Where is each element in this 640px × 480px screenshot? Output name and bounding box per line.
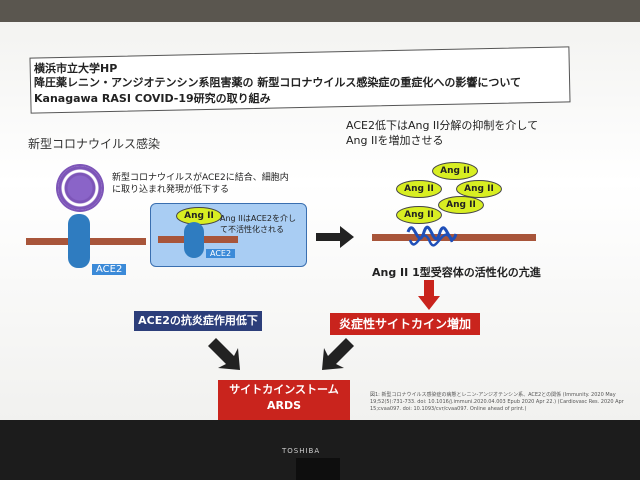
anti-inflammatory-box: ACE2の抗炎症作用低下 (134, 311, 262, 331)
right-arrow-icon (316, 226, 354, 248)
angii-bubble-box: Ang II (176, 207, 222, 225)
virus-icon (58, 166, 102, 210)
ace2-receptor-box-icon (184, 222, 204, 258)
right-header: ACE2低下はAng II分解の抑制を介して Ang IIを増加させる (346, 118, 538, 148)
at1-activation-text: Ang II 1型受容体の活性化の亢進 (372, 266, 541, 279)
angii-bubble-1: Ang II (432, 162, 478, 180)
ace2-label: ACE2 (92, 264, 127, 275)
angii-bubble-2: Ang II (396, 180, 442, 198)
right-header-line-1: ACE2低下はAng II分解の抑制を介して (346, 119, 539, 132)
down-right-arrow-icon (208, 338, 240, 370)
storm-line-2: ARDS (266, 399, 302, 412)
angii-bubble-3: Ang II (456, 180, 502, 198)
title-line-3: Kanagawa RASI COVID-19研究の取り組み (34, 92, 271, 105)
monitor-brand: TOSHIBA (282, 447, 321, 455)
at1-receptor-icon (406, 225, 458, 247)
reference-text: 図1: 新型コロナウイルス感染症の病態とレニン-アンジオテンシン系、ACE2との… (370, 392, 624, 412)
right-header-line-2: Ang IIを増加させる (346, 134, 444, 147)
section-title: 新型コロナウイルス感染 (28, 137, 161, 151)
monitor-stand (296, 458, 340, 480)
cytokine-increase-box: 炎症性サイトカイン増加 (330, 313, 480, 335)
down-arrow-red-icon (418, 280, 440, 310)
ace2-label-box: ACE2 (206, 249, 236, 258)
background-wall (0, 0, 640, 24)
title-line-2: 降圧薬レニン・アンジオテンシン系阻害薬の 新型コロナウイルス感染症の重症化への影… (34, 76, 522, 89)
down-left-arrow-icon (322, 338, 354, 370)
ace2-receptor-icon (68, 214, 90, 268)
angii-bubble-5: Ang II (396, 206, 442, 224)
storm-line-1: サイトカインストーム (229, 383, 339, 396)
inactivation-text: Ang IIはACE2を介して不活性化される (220, 214, 296, 234)
cytokine-storm-box: サイトカインストーム ARDS (218, 380, 350, 420)
title-line-1: 横浜市立大学HP (34, 62, 118, 75)
virus-note: 新型コロナウイルスがACE2に結合、細胞内に取り込まれ発現が低下する (112, 173, 289, 195)
angii-bubble-4: Ang II (438, 196, 484, 214)
